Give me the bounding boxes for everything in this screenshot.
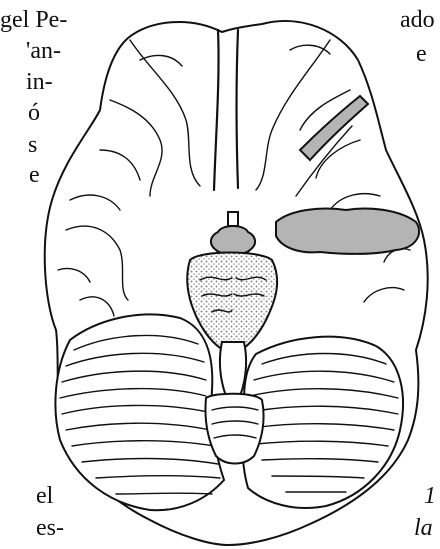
temporal-gyri-left: [58, 226, 128, 316]
medulla: [220, 342, 246, 396]
pituitary: [211, 226, 255, 255]
temporal-shaded-region: [276, 209, 419, 255]
olfactory-tract: [300, 96, 368, 160]
frontal-gyri-left: [70, 40, 200, 210]
vermis: [205, 394, 263, 464]
cerebellum-right: [242, 337, 403, 508]
cerebellum-left: [55, 314, 224, 510]
optic-chiasm: [228, 212, 238, 226]
longitudinal-fissure: [214, 30, 238, 190]
